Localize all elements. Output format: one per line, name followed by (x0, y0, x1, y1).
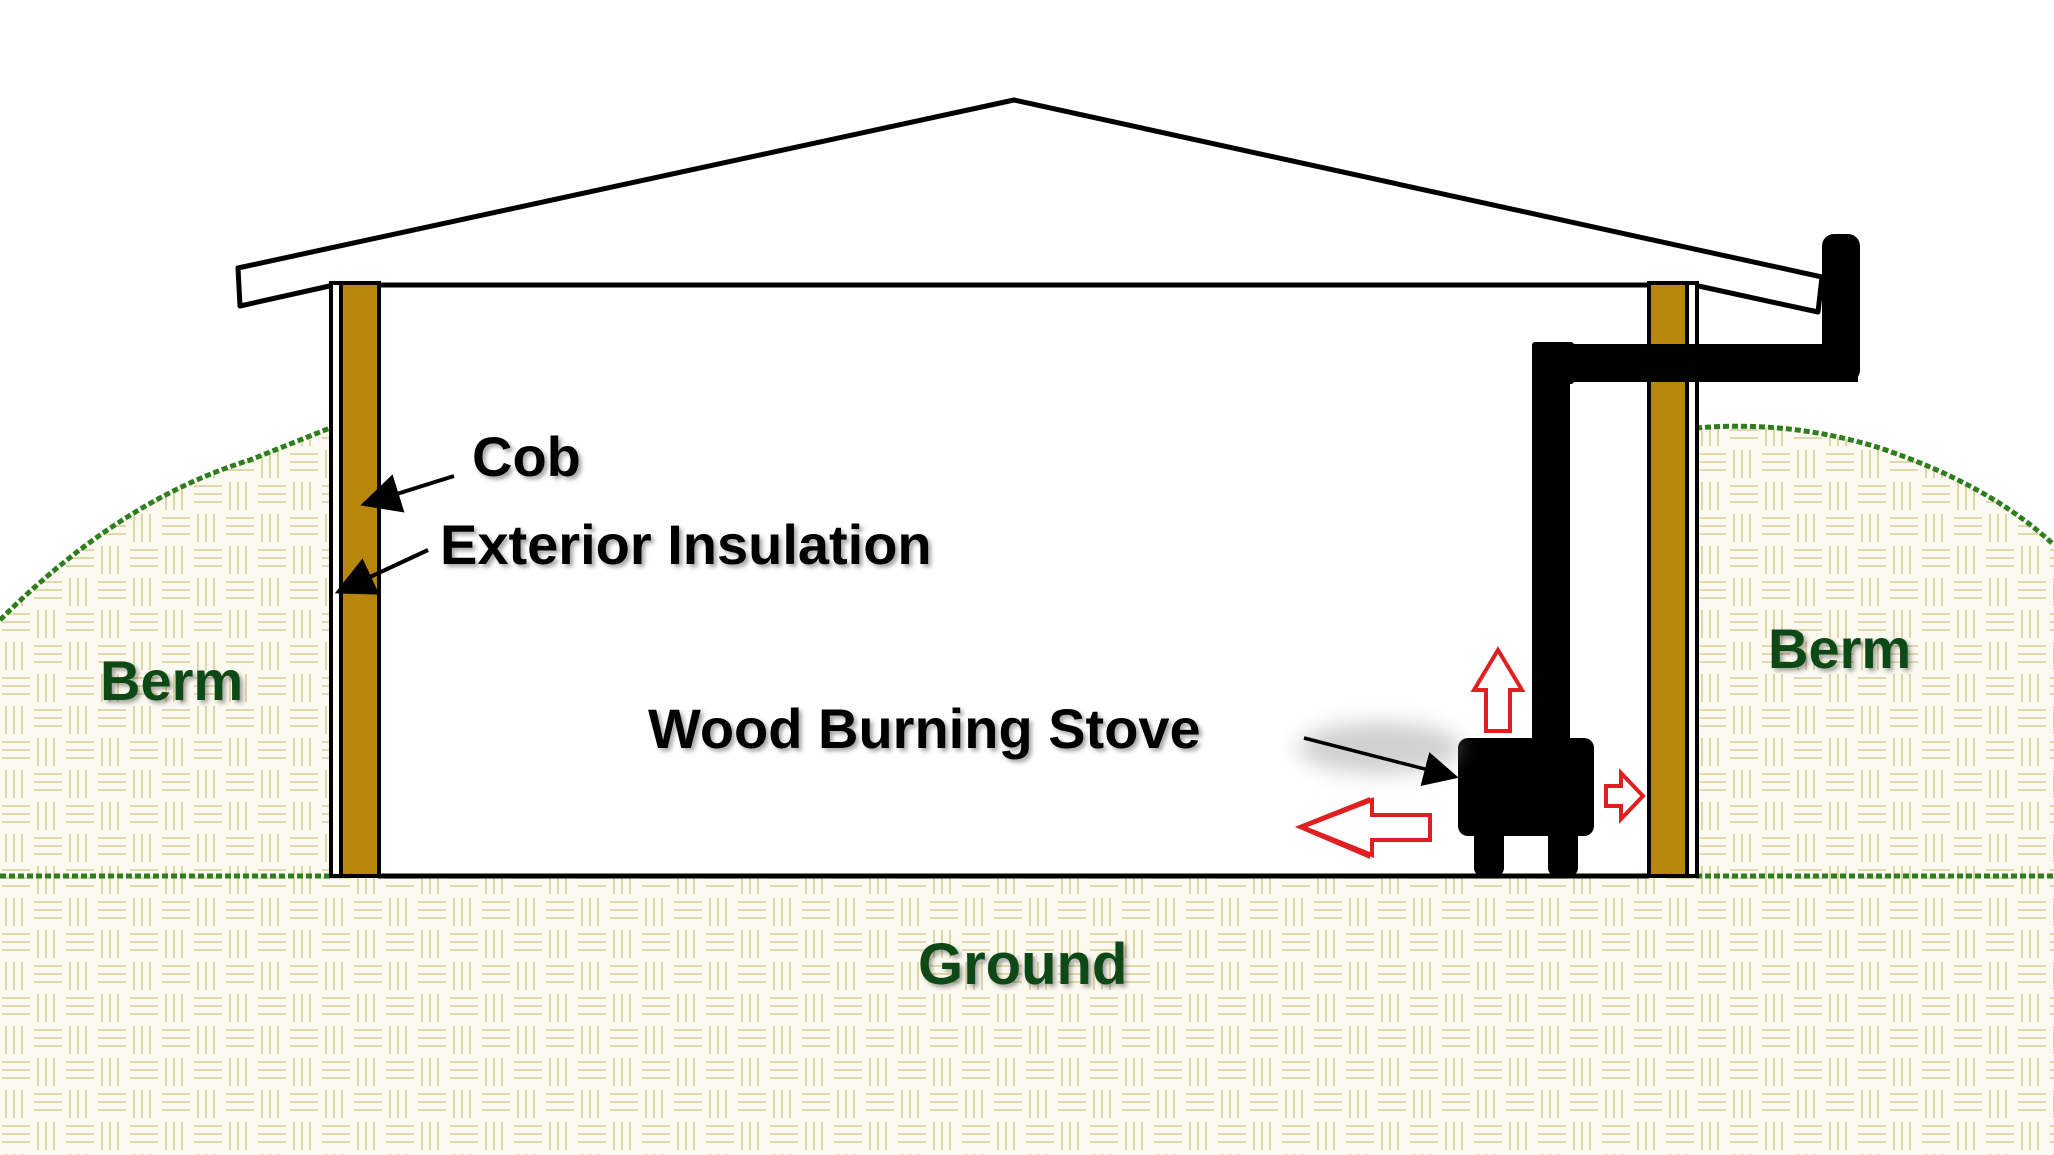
berm-right-label: Berm (1768, 617, 1911, 680)
chimney-horizontal (1532, 344, 1858, 382)
right-wall-insulation (1685, 281, 1699, 878)
heat-arrow-left-body-icon (1296, 797, 1432, 858)
stove-pointer-icon (1303, 736, 1459, 786)
exterior-insulation-label: Exterior Insulation (440, 513, 932, 576)
heat-arrow-right-icon (1604, 768, 1646, 824)
ground-fill (0, 874, 2054, 1155)
stove-label: Wood Burning Stove (648, 697, 1201, 760)
chimney-vertical (1532, 344, 1570, 744)
wood-stove-icon (1458, 234, 1860, 876)
stove-leg-right (1548, 824, 1578, 876)
insulation-pointer-icon (334, 548, 429, 595)
left-berm-grass (0, 425, 331, 622)
right-berm-fill (1696, 426, 2054, 876)
stove-body (1458, 738, 1594, 836)
stove-leg-left (1474, 824, 1504, 876)
stove-pointer-glow (1298, 722, 1462, 774)
chimney-cap (1822, 234, 1860, 382)
heat-arrow-up-icon (1470, 646, 1526, 733)
left-berm-fill (0, 428, 330, 876)
berm-left-label: Berm (100, 649, 243, 712)
cob-label: Cob (472, 425, 581, 488)
ground-label: Ground (918, 932, 1127, 997)
roof (235, 97, 1825, 315)
cob-pointer-icon (360, 474, 455, 513)
